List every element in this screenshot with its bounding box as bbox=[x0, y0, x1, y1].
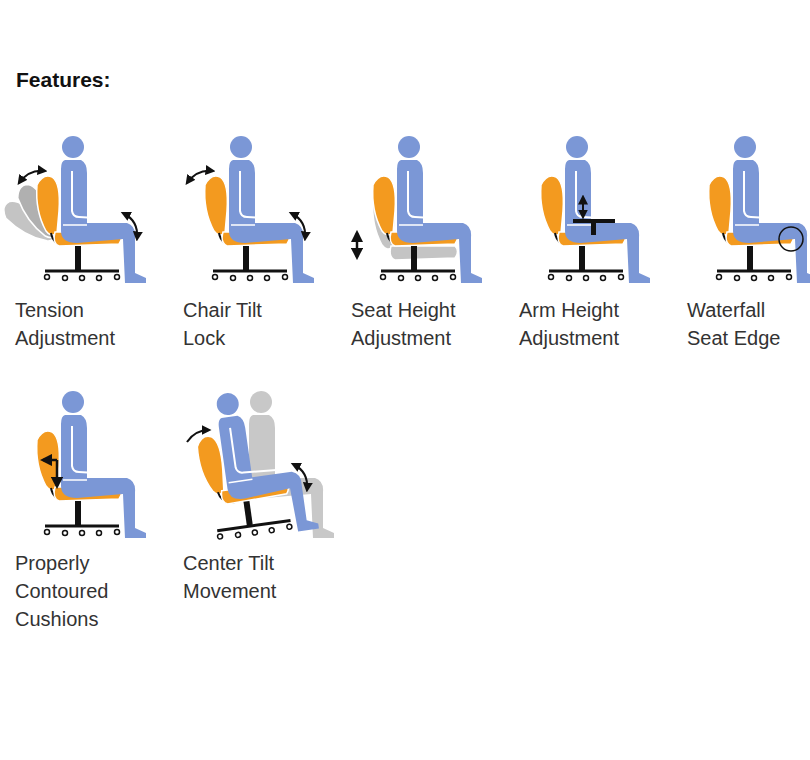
seat-height-icon bbox=[357, 136, 482, 283]
seat-height-label: Seat Height Adjustment bbox=[351, 296, 465, 352]
contoured-cushions-icon bbox=[37, 391, 146, 538]
tilt-lock-icon bbox=[187, 136, 314, 283]
cushions-label: Properly Contoured Cushions bbox=[15, 549, 129, 633]
waterfall-label: Waterfall Seat Edge bbox=[687, 296, 801, 352]
arm-height-icon bbox=[541, 136, 650, 283]
tilt-lock-label: Chair Tilt Lock bbox=[183, 296, 297, 352]
tension-label: Tension Adjustment bbox=[15, 296, 129, 352]
center-tilt-label: Center Tilt Movement bbox=[183, 549, 297, 605]
features-title: Features: bbox=[16, 68, 111, 92]
center-tilt-icon bbox=[187, 383, 334, 544]
arm-height-label: Arm Height Adjustment bbox=[519, 296, 633, 352]
waterfall-edge-icon bbox=[709, 136, 810, 283]
tension-icon bbox=[0, 136, 146, 283]
